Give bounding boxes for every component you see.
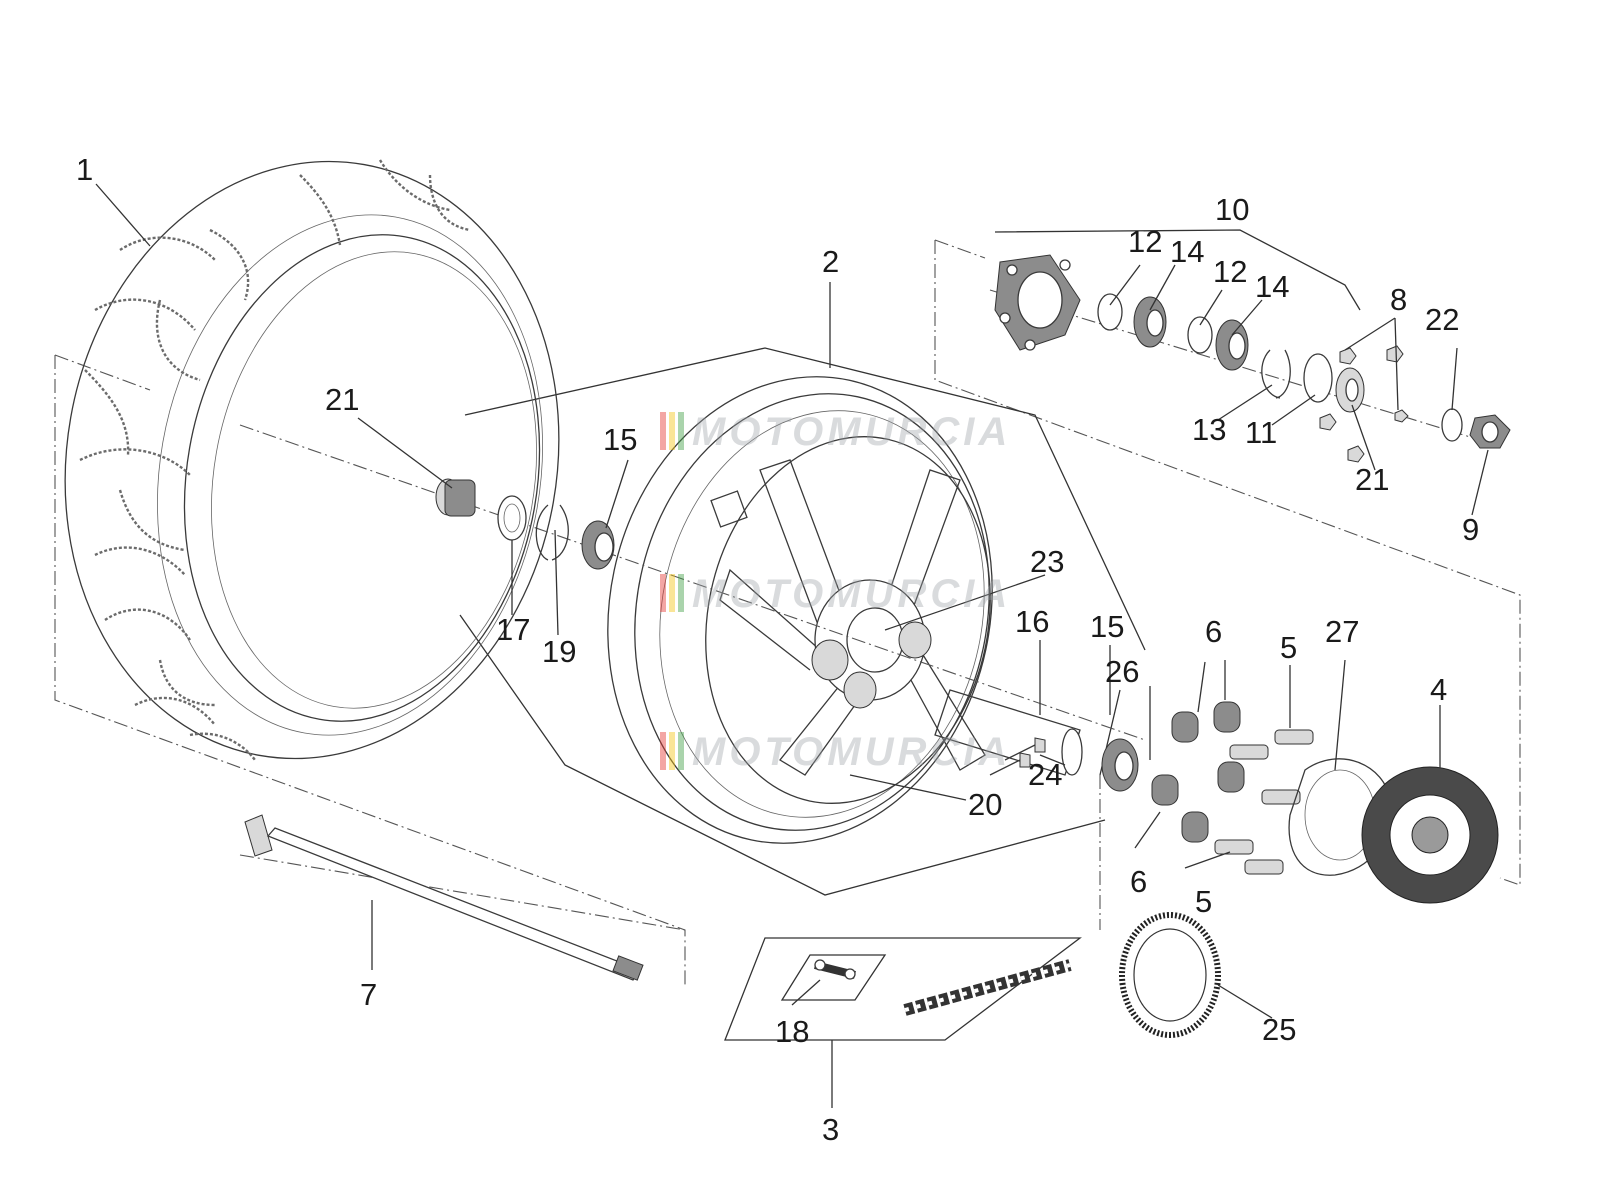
callout-4: 4: [1430, 672, 1447, 707]
callout-17: 17: [496, 612, 530, 647]
callout-6-upper: 6: [1205, 614, 1222, 649]
callout-12-right: 12: [1213, 254, 1247, 289]
callout-12-left: 12: [1128, 224, 1162, 259]
sprocket-and-plate: [1288, 758, 1499, 904]
callout-5-upper: 5: [1280, 630, 1297, 665]
callout-15-right: 15: [1090, 609, 1124, 644]
callout-10: 10: [1215, 192, 1249, 227]
watermark-2: MOTOMURCIA: [660, 572, 1011, 616]
left-axis-parts: [239, 424, 1146, 741]
callout-25: 25: [1262, 1012, 1296, 1047]
callout-19: 19: [542, 634, 576, 669]
callout-21-left: 21: [325, 382, 359, 417]
watermark-1: MOTOMURCIA: [660, 410, 1011, 454]
callout-23: 23: [1030, 544, 1064, 579]
callout-8: 8: [1390, 282, 1407, 317]
callout-27: 27: [1325, 614, 1359, 649]
callout-16: 16: [1015, 604, 1049, 639]
watermark-3: MOTOMURCIA: [660, 730, 1011, 774]
callout-1: 1: [76, 152, 93, 187]
callout-20: 20: [968, 787, 1002, 822]
callout-21-right: 21: [1355, 462, 1389, 497]
callout-2: 2: [822, 244, 839, 279]
drive-chain: [814, 959, 1072, 1016]
callout-14-left: 14: [1170, 234, 1204, 269]
sprocket-carrier-assembly: [989, 254, 1511, 463]
callout-5-lower: 5: [1195, 884, 1212, 919]
callout-7: 7: [360, 977, 377, 1012]
watermark-text: MOTOMURCIA: [692, 410, 1011, 454]
callout-3: 3: [822, 1112, 839, 1147]
callout-11: 11: [1245, 415, 1277, 450]
callout-24: 24: [1028, 757, 1062, 792]
abs-tone-ring: [1119, 912, 1273, 1038]
watermark-text: MOTOMURCIA: [692, 730, 1011, 774]
callout-labels: 1 2 3 4 5 5 6 6 7 8 9 10 11 12 12 13 14 …: [76, 152, 1479, 1147]
group-brackets: [459, 229, 1361, 1108]
callout-6-lower: 6: [1130, 864, 1147, 899]
watermarks: MOTOMURCIA MOTOMURCIA MOTOMURCIA: [660, 410, 1011, 774]
watermark-text: MOTOMURCIA: [692, 572, 1011, 616]
callout-9: 9: [1462, 512, 1479, 547]
callout-18: 18: [775, 1014, 809, 1049]
rear-axle: [244, 814, 644, 981]
right-axis-parts: [934, 689, 1314, 875]
wheel-rim: [607, 376, 993, 844]
tire: [64, 159, 560, 761]
callout-13: 13: [1192, 412, 1226, 447]
callout-22: 22: [1425, 302, 1459, 337]
callout-14-right: 14: [1255, 269, 1289, 304]
callout-26: 26: [1105, 654, 1139, 689]
callout-15-left: 15: [603, 422, 637, 457]
leader-lines: [95, 183, 1489, 1006]
assembly-outlines: [54, 239, 1521, 985]
